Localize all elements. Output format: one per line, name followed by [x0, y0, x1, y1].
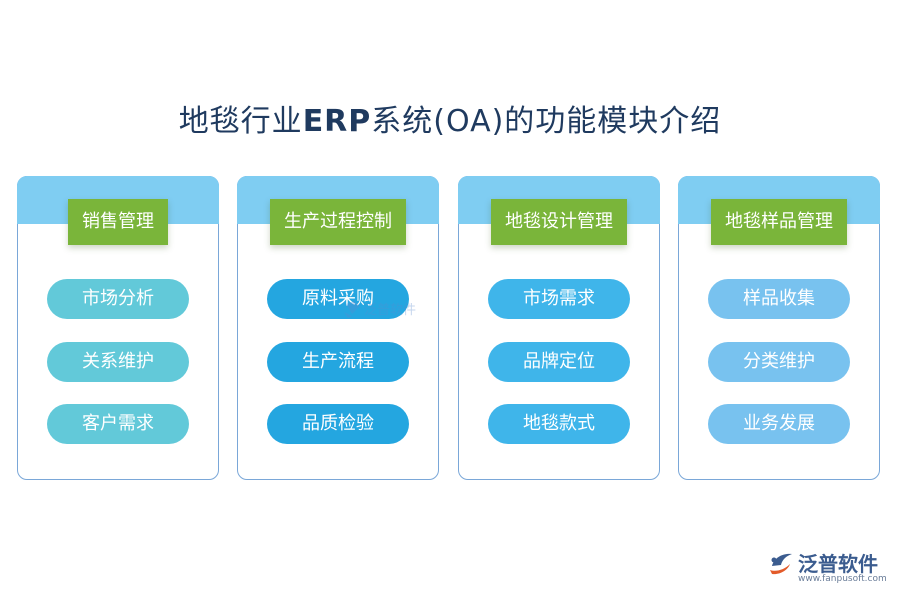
module-card-samples: 地毯样品管理 样品收集 分类维护 业务发展 — [678, 176, 880, 480]
function-item: 品质检验 — [267, 404, 409, 444]
title-part-erp: ERP — [302, 104, 372, 139]
brand-name: 泛普软件 — [798, 552, 878, 576]
function-item: 市场需求 — [488, 279, 630, 319]
function-item: 关系维护 — [47, 342, 189, 382]
function-item: 分类维护 — [708, 342, 850, 382]
brand-logo: 泛普软件 www.fanpusoft.com — [768, 548, 887, 588]
card-heading: 地毯样品管理 — [711, 199, 847, 245]
function-item: 样品收集 — [708, 279, 850, 319]
title-part-1: 地毯行业 — [178, 104, 303, 139]
function-item: 原料采购 — [267, 279, 409, 319]
card-heading: 地毯设计管理 — [491, 199, 627, 245]
title-part-3: 系统(OA)的功能模块介绍 — [371, 104, 722, 139]
function-item: 市场分析 — [47, 279, 189, 319]
card-heading: 生产过程控制 — [270, 199, 406, 245]
function-item: 业务发展 — [708, 404, 850, 444]
function-item: 品牌定位 — [488, 342, 630, 382]
module-card-design: 地毯设计管理 市场需求 品牌定位 地毯款式 — [458, 176, 660, 480]
function-item: 生产流程 — [267, 342, 409, 382]
brand-mark-icon — [770, 553, 792, 575]
function-item: 地毯款式 — [488, 404, 630, 444]
module-card-sales: 销售管理 市场分析 关系维护 客户需求 — [17, 176, 219, 480]
module-card-production: 生产过程控制 原料采购 生产流程 品质检验 — [237, 176, 439, 480]
page-title: 地毯行业ERP系统(OA)的功能模块介绍 — [0, 96, 900, 140]
brand-url: www.fanpusoft.com — [798, 574, 887, 584]
function-item: 客户需求 — [47, 404, 189, 444]
card-heading: 销售管理 — [68, 199, 168, 245]
